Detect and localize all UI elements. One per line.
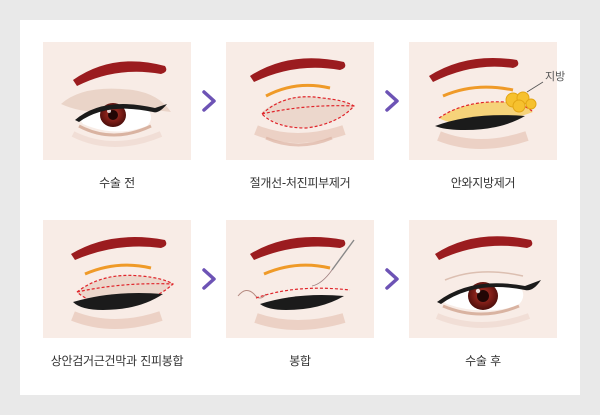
chevron-right-icon [202, 90, 216, 112]
pupil [108, 110, 118, 120]
eyebrow [250, 237, 346, 260]
panel-levator-suture [43, 220, 191, 338]
caption-step-1: 수술 전 [99, 176, 135, 190]
fat-blob-icon [505, 91, 537, 113]
eyebrow [435, 236, 533, 260]
lower-lid [442, 304, 520, 316]
panel-before-surgery [43, 42, 191, 160]
fat-annotation-label: 지방 [545, 70, 566, 83]
lower-lid [78, 124, 152, 137]
diagram-frame: 수술 전 절개선-처진피부제거 [20, 20, 580, 395]
panel-fat-removal [409, 42, 557, 160]
orange-crease [84, 263, 152, 276]
caption-step-5: 봉합 [289, 354, 311, 368]
needle-icon [311, 239, 355, 287]
orange-crease [265, 83, 331, 98]
eyebrow [429, 58, 519, 82]
caption-step-3: 안와지방제거 [450, 176, 516, 190]
upper-eyeliner [437, 280, 541, 304]
panel-incision [226, 42, 374, 160]
double-eyelid-crease [444, 271, 524, 281]
orange-crease [263, 263, 331, 276]
eyebrow [73, 61, 167, 86]
excised-skin [262, 96, 354, 128]
chevron-right-icon [385, 268, 399, 290]
caption-step-4: 상안검거근건막과 진피봉합 [50, 354, 184, 368]
panel-closure [226, 220, 374, 338]
chevron-right-icon [202, 268, 216, 290]
panel-after-surgery [409, 220, 557, 338]
upper-eyeliner [435, 115, 525, 130]
pupil [477, 290, 489, 302]
orange-crease [442, 85, 514, 98]
suture-thread [237, 290, 267, 299]
upper-eyeliner [75, 104, 167, 122]
upper-eyeliner [73, 293, 163, 310]
eyebrow [250, 58, 346, 82]
chevron-right-icon [385, 90, 399, 112]
caption-step-2: 절개선-처진피부제거 [249, 176, 351, 190]
caption-step-6: 수술 후 [465, 354, 501, 368]
eyebrow [71, 237, 167, 260]
upper-eyeliner [260, 295, 344, 310]
